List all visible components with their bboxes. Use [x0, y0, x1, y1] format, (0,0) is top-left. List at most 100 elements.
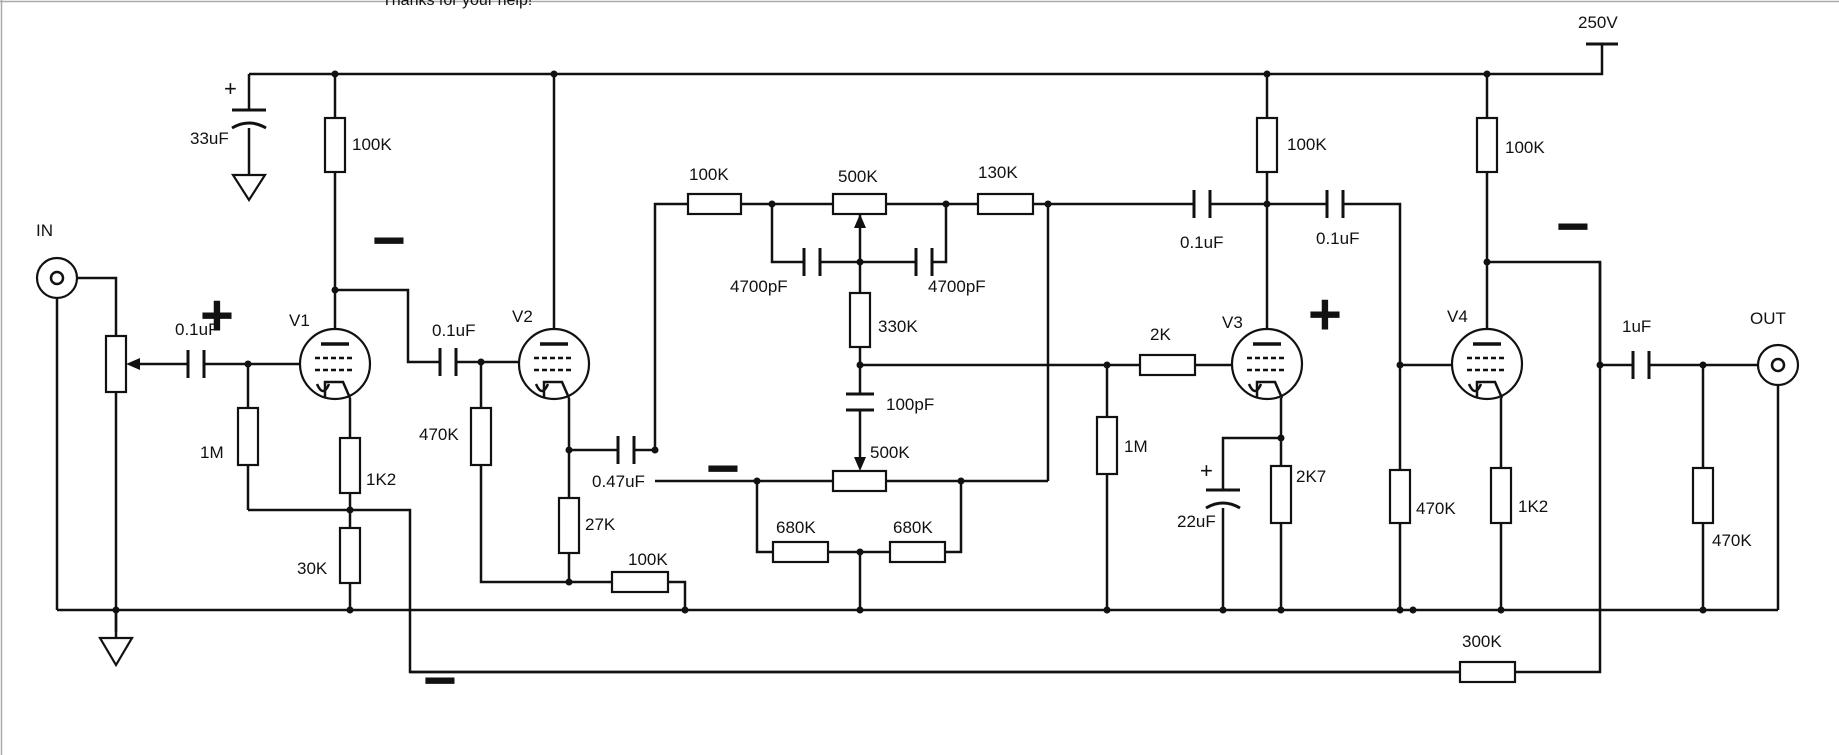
- resistor-tone-680k-left: [771, 540, 830, 564]
- pot-treble: [831, 192, 888, 216]
- label-c-v1-v2: 0.1uF: [432, 321, 475, 340]
- pot-bass-arrow: [854, 457, 866, 471]
- label-pot-bass: 500K: [870, 443, 910, 462]
- label-c-supply: 33uF: [190, 129, 229, 148]
- cap-v1-v2: [438, 348, 458, 376]
- tube-label-v3: V3: [1222, 313, 1243, 332]
- resistor-v4-cathode: [1489, 466, 1513, 525]
- potentiometers: [104, 192, 888, 493]
- cap-in: [186, 350, 206, 378]
- label-r-v3-grid-stop: 2K: [1150, 325, 1171, 344]
- top-note-text: Thanks for your help!: [382, 0, 532, 9]
- label-r-v2-cathode: 27K: [585, 515, 616, 534]
- pot-bass: [831, 469, 888, 493]
- resistor-out: [1691, 466, 1715, 525]
- resistor-v1-cathode: [338, 436, 362, 495]
- resistor-v1-plate: [323, 116, 347, 174]
- supply-label: 250V: [1578, 13, 1618, 32]
- label-r-v3-grid-1m: 1M: [1124, 437, 1148, 456]
- volume-pot: [104, 334, 128, 394]
- label-c-v3-cathode: 22uF: [1177, 512, 1216, 531]
- resistor-tone-330k: [848, 291, 872, 349]
- plus-mark-v1-grid: +: [200, 283, 234, 348]
- label-r-v1-30k: 30K: [297, 559, 328, 578]
- label-r-v3-cathode: 2K7: [1296, 467, 1326, 486]
- label-r-v1-cathode: 1K2: [366, 470, 396, 489]
- supply-cap-plus-sign: +: [224, 76, 237, 101]
- tube-label-v2: V2: [512, 307, 533, 326]
- resistor-v3-grid-stop: [1138, 353, 1197, 377]
- cap-tone-left: [802, 248, 822, 276]
- pot-treble-arrow: [854, 214, 866, 228]
- cap-out: [1631, 351, 1651, 379]
- cap-v3-cathode: [1205, 488, 1241, 510]
- resistor-v3-cathode: [1269, 464, 1293, 525]
- resistor-v1-30k: [338, 526, 362, 585]
- label-c-tone-right: 4700pF: [928, 277, 986, 296]
- resistor-v3-grid-1m: [1095, 415, 1119, 476]
- minus-mark-v4-plate: −: [1556, 194, 1590, 259]
- label-r-tone-100k: 100K: [689, 165, 729, 184]
- label-r-v4-cathode: 1K2: [1518, 497, 1548, 516]
- resistor-v2-cathode: [557, 496, 581, 555]
- minus-mark-tone-in: −: [706, 436, 740, 501]
- minus-mark-v1-plate: −: [372, 208, 406, 273]
- label-r-v2-grid: 470K: [419, 425, 459, 444]
- plus-mark-v3-plate: +: [1308, 282, 1342, 347]
- label-r-feedback-100k: 100K: [628, 550, 668, 569]
- label-c-out: 1uF: [1622, 317, 1651, 336]
- minus-mark-feedback: −: [423, 648, 457, 713]
- polarity-annotations: + − − + − −: [200, 194, 1590, 713]
- resistor-tone-100k: [686, 192, 743, 216]
- label-r-v1-plate: 100K: [352, 135, 392, 154]
- label-c-tone-out: 0.1uF: [1180, 233, 1223, 252]
- capacitors: [186, 108, 1651, 510]
- resistor-tone-680k-right: [888, 540, 947, 564]
- label-r-tone-330k: 330K: [878, 317, 918, 336]
- label-r-feedback-300k: 300K: [1462, 632, 1502, 651]
- input-label: IN: [36, 221, 53, 240]
- resistor-tone-130k: [976, 192, 1035, 216]
- tube-v2: [517, 327, 591, 401]
- label-r-v4-plate: 100K: [1505, 138, 1545, 157]
- label-c-v3-out: 0.1uF: [1316, 229, 1359, 248]
- labels: 250V IN OUT V1 V2 V3 V4 100K 1M 1K2 30K …: [36, 13, 1786, 651]
- resistor-v2-grid: [469, 406, 493, 467]
- label-r-out: 470K: [1712, 531, 1752, 550]
- output-label: OUT: [1750, 309, 1786, 328]
- cap-tone-100pf: [846, 392, 874, 412]
- cap-tone-out: [1192, 190, 1212, 218]
- label-r-v3-plate: 100K: [1287, 135, 1327, 154]
- volume-pot-arrow: [126, 358, 140, 370]
- resistor-v4-plate: [1475, 116, 1499, 174]
- label-r-v1-grid: 1M: [200, 443, 224, 462]
- cap-supply: [231, 108, 267, 130]
- label-pot-treble: 500K: [838, 167, 878, 186]
- label-c-v2-out: 0.47uF: [592, 472, 645, 491]
- resistor-v3-plate: [1255, 116, 1279, 174]
- tube-v4: [1450, 327, 1524, 401]
- label-r-v4-grid: 470K: [1416, 499, 1456, 518]
- ground-icon: [98, 636, 134, 668]
- label-c-tone-100pf: 100pF: [886, 395, 934, 414]
- cap-tone-right: [914, 248, 934, 276]
- tube-label-v4: V4: [1447, 307, 1468, 326]
- tube-v3: [1230, 327, 1304, 401]
- tube-v1: [298, 327, 372, 401]
- resistor-feedback-100k: [610, 570, 670, 594]
- supply-cap-ground-icon: [230, 173, 268, 203]
- label-r-tone-680k-right: 680K: [893, 518, 933, 537]
- input-jack-icon: [35, 256, 79, 300]
- resistors: [236, 116, 1715, 684]
- label-c-tone-left: 4700pF: [730, 277, 788, 296]
- label-r-tone-130k: 130K: [978, 163, 1018, 182]
- resistor-v4-grid: [1388, 468, 1412, 525]
- cap-v2-out: [616, 436, 636, 464]
- output-jack-icon: [1756, 343, 1800, 387]
- resistor-feedback-300k: [1458, 660, 1517, 684]
- cathode-cap-plus-sign: +: [1200, 458, 1213, 483]
- label-c-in: 0.1uF: [175, 320, 218, 339]
- junction-dots: [112, 70, 1707, 614]
- resistor-v1-grid: [236, 406, 260, 467]
